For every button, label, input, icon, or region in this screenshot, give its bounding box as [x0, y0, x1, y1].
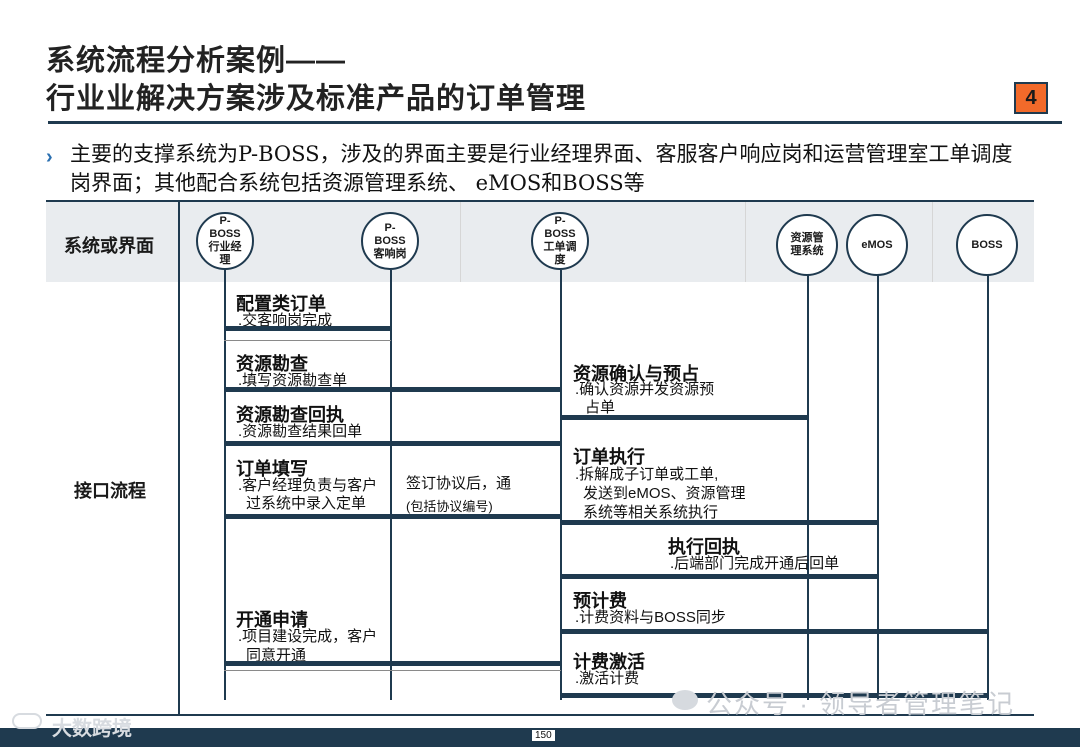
bullet-text: 主要的支撑系统为P-BOSS，涉及的界面主要是行业经理界面、客服客户响应岗和运营…	[70, 142, 1013, 195]
flow-separator	[224, 670, 561, 671]
step-resource-survey-title: 资源勘查	[236, 354, 308, 374]
flow-separator	[224, 340, 391, 341]
lifeline-pboss-service	[390, 270, 392, 700]
flow-arrow-survey-receipt	[224, 441, 561, 446]
flow-arrow-prebilling	[561, 629, 988, 634]
step-order-entry-desc-2: 过系统中录入定单	[246, 495, 367, 512]
lifeline-pboss-manager	[224, 270, 226, 700]
flow-arrow-activation-request	[224, 661, 561, 666]
step-order-entry-desc-1: .客户经理负责与客户	[238, 477, 378, 494]
brand-logo-icon	[12, 713, 42, 729]
flow-arrow-exec-receipt	[561, 574, 878, 579]
step-order-exec-desc-1: .拆解成子订单或工单,	[575, 466, 719, 483]
step-config-order-title: 配置类订单	[236, 294, 326, 314]
footer-page-number: 150	[532, 730, 555, 741]
lifeline-resource-system	[807, 270, 809, 700]
step-exec-receipt-title: 执行回执	[668, 537, 740, 557]
step-survey-receipt-title: 资源勘查回执	[236, 405, 344, 425]
step-prebilling-title: 预计费	[573, 591, 627, 611]
step-resource-survey-desc: .填写资源勘查单	[238, 372, 348, 389]
step-order-exec-title: 订单执行	[573, 447, 645, 467]
step-activation-request-desc-2: 同意开通	[246, 647, 307, 664]
flow-arrow-resource-survey	[224, 387, 561, 392]
step-exec-receipt-desc: .后端部门完成开通后回单	[670, 555, 840, 572]
system-node-emos: eMOS	[846, 214, 908, 276]
lifeline-boss	[987, 270, 989, 700]
system-node-boss: BOSS	[956, 214, 1018, 276]
wechat-icon	[672, 690, 698, 710]
row-label: 接口流程	[74, 481, 146, 501]
title-line-1: 系统流程分析案例——	[46, 45, 347, 77]
flow-arrow-order-entry	[224, 514, 561, 519]
step-resource-confirm-desc-1: .确认资源并发资源预	[575, 381, 715, 398]
lifeline-pboss-dispatch	[560, 270, 562, 700]
step-billing-activation-desc: .激活计费	[575, 670, 640, 687]
step-activation-request-desc-1: .项目建设完成，客户	[238, 628, 378, 645]
order-entry-note-2: (包括协议编号)	[406, 499, 493, 514]
step-config-order-desc: .交客响岗完成	[238, 312, 333, 329]
flow-arrow-order-exec	[561, 520, 878, 525]
step-billing-activation-title: 计费激活	[573, 652, 645, 672]
wechat-watermark: 公众号 · 领导者管理笔记	[706, 689, 1016, 719]
step-prebilling-desc: .计费资料与BOSS同步	[575, 609, 726, 626]
title-divider	[48, 121, 1062, 124]
step-order-entry-title: 订单填写	[236, 459, 308, 479]
flow-arrow-config-order	[224, 326, 391, 331]
title-line-2: 行业业解决方案涉及标准产品的订单管理	[46, 83, 587, 115]
table-bottom-rule	[46, 714, 1034, 716]
header-label: 系统或界面	[64, 236, 154, 256]
system-node-resource: 资源管理系统	[776, 214, 838, 276]
step-resource-confirm-desc-2: 占单	[585, 399, 616, 416]
step-resource-confirm-title: 资源确认与预占	[573, 364, 699, 384]
step-survey-receipt-desc: .资源勘查结果回单	[238, 423, 363, 440]
header-divider	[932, 202, 933, 282]
brand-watermark: 大数跨境	[52, 718, 132, 740]
step-order-exec-desc-3: 系统等相关系统执行	[583, 504, 719, 521]
order-entry-note-1: 签订协议后，通	[406, 475, 512, 492]
flow-arrow-resource-confirm	[561, 415, 808, 420]
header-divider	[745, 202, 746, 282]
step-order-exec-desc-2: 发送到eMOS、资源管理	[583, 485, 746, 502]
table-top-rule	[46, 200, 1034, 202]
bullet-arrow-icon: ›	[46, 146, 53, 168]
label-column-divider	[178, 202, 180, 715]
slide-title: 系统流程分析案例—— 行业业解决方案涉及标准产品的订单管理	[46, 42, 586, 118]
flow-arrow-billing-activation	[561, 693, 988, 698]
lifeline-emos	[877, 270, 879, 700]
header-divider	[460, 202, 461, 282]
page-badge: 4	[1014, 82, 1048, 114]
step-activation-request-title: 开通申请	[236, 610, 308, 630]
